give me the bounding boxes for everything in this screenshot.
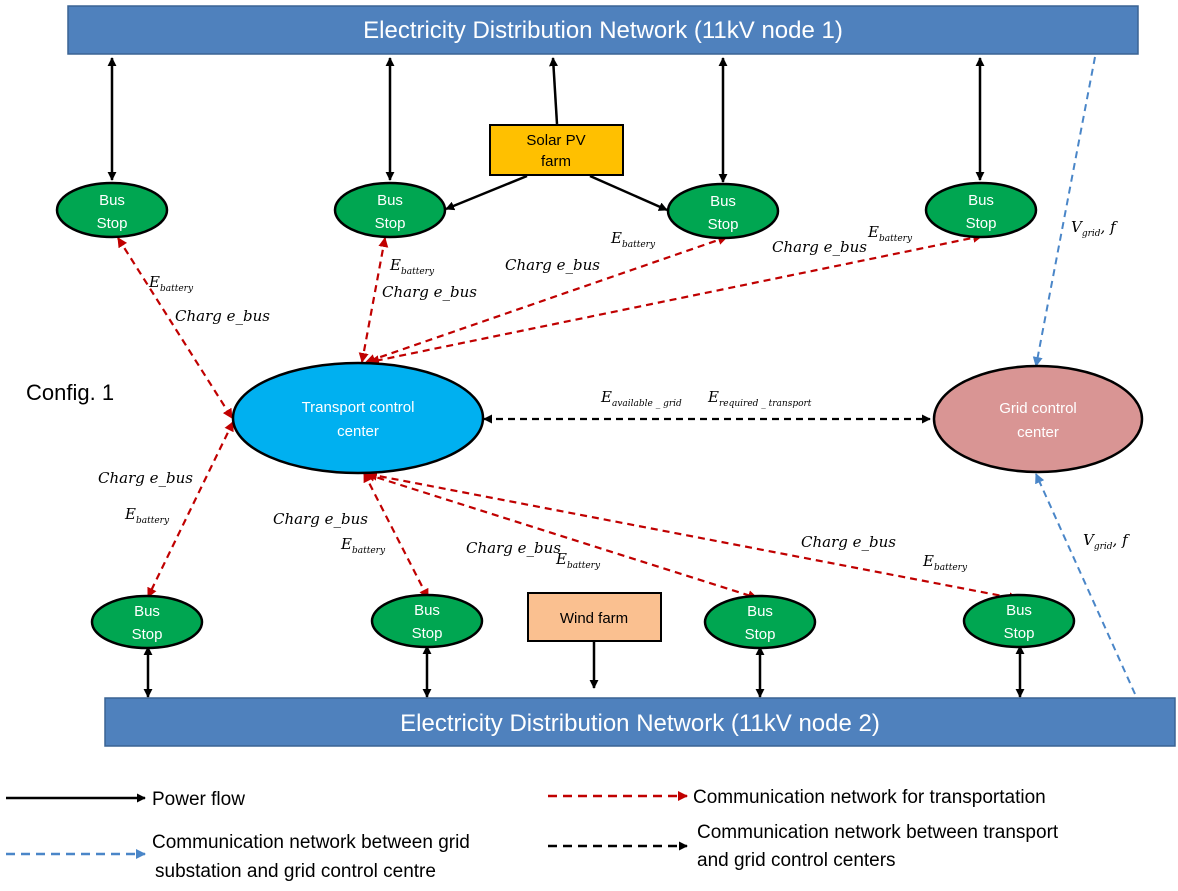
legend-item-power-flow: Power flow	[6, 789, 245, 810]
transport-control-center: Transport control center	[231, 361, 485, 475]
config-label: Config. 1	[26, 380, 114, 405]
signal-e-battery: Ebattery	[340, 535, 386, 556]
bus-stop-bottom-3: Bus Stop	[703, 594, 817, 650]
signal-e-battery: Ebattery	[922, 552, 968, 573]
transport-control-center-label-line-1: Transport control	[302, 399, 415, 416]
signal-charge-bus: Charg e_bus	[273, 510, 368, 528]
transport-comm-connectors	[117, 232, 1019, 603]
legend-label-comm-centers-line-1: Communication network between transport	[697, 822, 1059, 843]
grid-control-center-label-line-2: center	[1017, 424, 1059, 441]
bus-stop-label-line-1: Bus	[99, 192, 125, 209]
bus-stop-label-line-1: Bus	[414, 602, 440, 619]
power-flow-connectors	[107, 57, 1025, 698]
wind-farm: Wind farm	[527, 592, 662, 642]
bus-stop-top-2: Bus Stop	[333, 181, 447, 239]
transport-comm-bus-stop-top-4	[369, 232, 983, 366]
bus-stop-label-line-1: Bus	[377, 192, 403, 209]
signal-charge-bus: Charg e_bus	[466, 539, 561, 557]
bus-stop-label-line-2: Stop	[412, 625, 443, 642]
signal-charge-bus: Charg e_bus	[98, 469, 193, 487]
signal-charge-bus: Charg e_bus	[382, 283, 477, 301]
transport-control-center-label-line-2: center	[337, 423, 379, 440]
signal-charge-bus: Charg e_bus	[772, 238, 867, 256]
legend-label-comm-transport: Communication network for transportation	[693, 787, 1046, 808]
legend-item-comm-grid: Communication network between grid subst…	[6, 832, 470, 882]
transport-comm-bus-stop-bottom-1	[147, 421, 234, 598]
signal-e-battery: Ebattery	[124, 505, 170, 526]
legend-label-power-flow: Power flow	[152, 789, 245, 810]
network-node-1: Electricity Distribution Network (11kV n…	[67, 5, 1139, 55]
transport-comm-bus-stop-top-1	[117, 237, 233, 419]
signal-e-battery: Ebattery	[867, 223, 913, 244]
legend-item-comm-centers: Communication network between transport …	[548, 822, 1059, 871]
grid-control-center-label-line-1: Grid control	[999, 400, 1077, 417]
power-arrow-solar-to-bus-stop-2	[445, 174, 528, 211]
signal-e-battery: Ebattery	[389, 256, 435, 277]
grid-control-center: Grid control center	[932, 364, 1144, 474]
power-arrow-solar-to-network	[548, 57, 559, 125]
grid-comm-connectors	[1032, 56, 1136, 695]
bus-stop-top-3: Bus Stop	[666, 182, 780, 240]
bus-stop-label-line-2: Stop	[97, 215, 128, 232]
solar-pv-farm: Solar PV farm	[489, 124, 624, 176]
signal-e-battery: Ebattery	[610, 229, 656, 250]
grid-comm-node-1-to-grid-center	[1032, 56, 1096, 367]
network-node-1-label: Electricity Distribution Network (11kV n…	[363, 17, 843, 44]
signal-charge-bus: Charg e_bus	[801, 533, 896, 551]
solar-pv-farm-label-line-2: farm	[541, 153, 571, 170]
network-node-2-label: Electricity Distribution Network (11kV n…	[400, 710, 880, 737]
bus-stop-label-line-2: Stop	[745, 626, 776, 643]
signal-e-required-transport: Erequired _ transport	[707, 388, 812, 409]
signal-e-battery: Ebattery	[148, 273, 194, 294]
signal-v-grid-f: Vgrid, f	[1071, 218, 1118, 239]
bus-stop-label-line-2: Stop	[375, 215, 406, 232]
bus-stop-bottom-1: Bus Stop	[90, 594, 204, 650]
legend: Power flow Communication network for tra…	[6, 787, 1059, 882]
wind-farm-label: Wind farm	[560, 610, 628, 627]
signal-e-available-grid: Eavailable _ grid	[600, 388, 682, 409]
solar-pv-farm-label-line-1: Solar PV	[526, 132, 585, 149]
transport-comm-bus-stop-bottom-4	[367, 470, 1019, 603]
bus-stop-label-line-2: Stop	[132, 626, 163, 643]
bus-stop-top-4: Bus Stop	[924, 181, 1038, 239]
bus-stop-label-line-1: Bus	[1006, 602, 1032, 619]
signal-e-battery: Ebattery	[555, 550, 601, 571]
legend-label-comm-centers-line-2: and grid control centers	[697, 850, 896, 871]
transport-comm-bus-stop-bottom-2	[363, 472, 429, 599]
bus-stop-label-line-1: Bus	[134, 603, 160, 620]
grid-comm-node-2-to-grid-center	[1035, 473, 1136, 695]
signal-charge-bus: Charg e_bus	[505, 256, 600, 274]
transport-comm-bus-stop-bottom-3	[365, 471, 758, 601]
signal-charge-bus: Charg e_bus	[175, 307, 270, 325]
network-node-2: Electricity Distribution Network (11kV n…	[104, 697, 1176, 747]
legend-label-comm-grid-line-2: substation and grid control centre	[155, 861, 436, 882]
bus-stop-label-line-1: Bus	[747, 603, 773, 620]
legend-item-comm-transport: Communication network for transportation	[548, 787, 1046, 808]
signal-v-grid-f: Vgrid, f	[1083, 531, 1130, 552]
legend-label-comm-grid-line-1: Communication network between grid	[152, 832, 470, 853]
bus-stop-bottom-2: Bus Stop	[370, 593, 484, 649]
bus-stop-bottom-4: Bus Stop	[962, 593, 1076, 649]
bus-stop-label-line-1: Bus	[968, 192, 994, 209]
bus-stop-label-line-2: Stop	[708, 216, 739, 233]
power-arrow-solar-to-bus-stop-3	[589, 174, 668, 212]
bus-stop-label-line-1: Bus	[710, 193, 736, 210]
bus-stop-label-line-2: Stop	[1004, 625, 1035, 642]
bus-stop-top-1: Bus Stop	[55, 181, 169, 239]
bus-stop-label-line-2: Stop	[966, 215, 997, 232]
